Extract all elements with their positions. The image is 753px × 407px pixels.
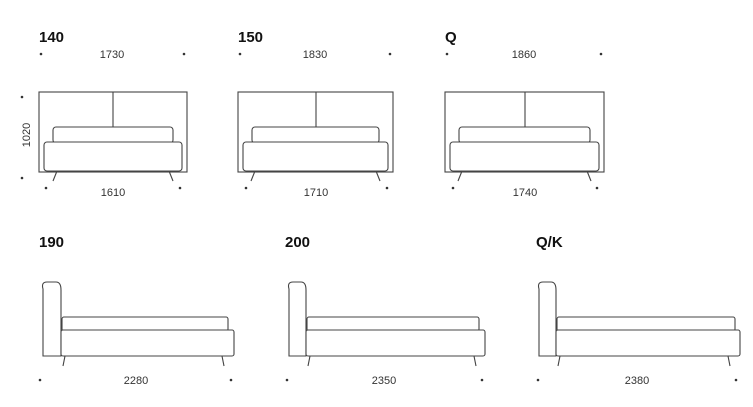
- length-dim-dot-left: [38, 378, 42, 382]
- base-width-label: 1710: [304, 187, 328, 199]
- bed-base: [60, 329, 235, 357]
- front-view-140: 140 1730 1610: [38, 29, 188, 199]
- base-dim-dot-left: [244, 186, 248, 190]
- width-dim-dot-left: [238, 52, 242, 56]
- base-width-label: 1610: [101, 187, 125, 199]
- size-label: 200: [285, 234, 310, 251]
- length-label: 2380: [625, 375, 649, 387]
- mattress: [61, 316, 229, 332]
- headboard-side: [287, 281, 307, 357]
- bed-base: [43, 141, 183, 172]
- leg-left: [250, 170, 256, 182]
- height-dim-dot-bottom: [20, 176, 24, 180]
- base-dim-dot-right: [385, 186, 389, 190]
- headboard-side: [537, 281, 557, 357]
- width-dim-dot-left: [445, 52, 449, 56]
- leg-right: [375, 170, 381, 182]
- height-dim-label: 1020: [21, 123, 33, 147]
- leg-right: [473, 355, 477, 367]
- length-dim-dot-right: [734, 378, 738, 382]
- length-label: 2280: [124, 375, 148, 387]
- base-width-label: 1740: [513, 187, 537, 199]
- leg-right: [586, 170, 592, 182]
- bed-side-drawing: [287, 281, 486, 367]
- leg-left: [52, 170, 58, 182]
- headboard-side: [41, 281, 62, 357]
- size-label: Q: [445, 29, 457, 46]
- bed-side-drawing: [41, 281, 235, 367]
- size-label: 150: [238, 29, 263, 46]
- overall-width-label: 1860: [512, 49, 536, 61]
- base-dim-dot-right: [595, 186, 599, 190]
- width-dim-dot-right: [599, 52, 603, 56]
- mattress: [458, 126, 591, 144]
- front-view-q: Q 1860 1740: [444, 29, 605, 199]
- leg-right: [168, 170, 174, 182]
- width-dim-dot-right: [388, 52, 392, 56]
- base-dim-dot-right: [178, 186, 182, 190]
- mattress: [306, 316, 480, 332]
- mattress: [251, 126, 380, 144]
- height-dimension: 1020: [20, 95, 33, 180]
- size-label: 190: [39, 234, 64, 251]
- overall-width-label: 1830: [303, 49, 327, 61]
- bed-front-drawing: [38, 91, 188, 182]
- side-view-200: 200 2350: [285, 234, 486, 387]
- bed-side-drawing: [537, 281, 741, 367]
- mattress: [52, 126, 174, 144]
- leg-right: [727, 355, 731, 367]
- width-dim-dot-left: [39, 52, 43, 56]
- height-dim-dot-top: [20, 95, 24, 99]
- leg-left: [457, 170, 463, 182]
- overall-width-label: 1730: [100, 49, 124, 61]
- size-label: 140: [39, 29, 64, 46]
- base-dim-dot-left: [451, 186, 455, 190]
- width-dim-dot-right: [182, 52, 186, 56]
- leg-right: [221, 355, 225, 367]
- leg-left: [557, 355, 561, 367]
- side-view-190: 190 2280: [38, 234, 235, 387]
- length-label: 2350: [372, 375, 396, 387]
- base-dim-dot-left: [44, 186, 48, 190]
- length-dim-dot-left: [285, 378, 289, 382]
- bed-front-drawing: [444, 91, 605, 182]
- bed-base: [555, 329, 741, 357]
- length-dim-dot-left: [536, 378, 540, 382]
- bed-base: [242, 141, 389, 172]
- bed-front-drawing: [237, 91, 394, 182]
- bed-base: [305, 329, 486, 357]
- size-label: Q/K: [536, 234, 563, 251]
- length-dim-dot-right: [229, 378, 233, 382]
- front-view-150: 150 1830 1710: [237, 29, 394, 199]
- side-view-qk: Q/K 2380: [536, 234, 741, 387]
- length-dim-dot-right: [480, 378, 484, 382]
- leg-left: [62, 355, 66, 367]
- bed-base: [449, 141, 600, 172]
- leg-left: [307, 355, 311, 367]
- mattress: [556, 316, 736, 332]
